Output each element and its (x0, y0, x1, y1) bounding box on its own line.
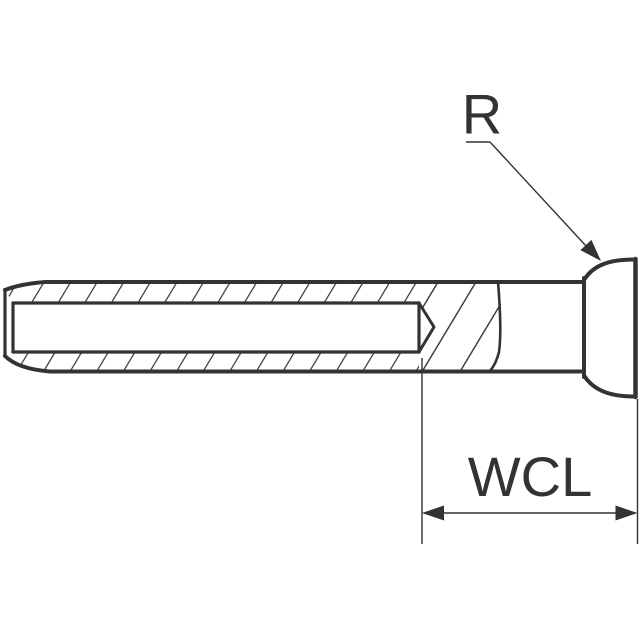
rivet-outer-profile (3, 256, 638, 400)
bore-cone-mask (419, 303, 434, 352)
wcl-arrowhead-left-icon (422, 505, 444, 521)
bottom-wall-hatching (5, 352, 419, 372)
radius-label: R (462, 83, 502, 146)
wcl-dimension: WCL (421, 358, 639, 544)
wcl-arrowhead-right-icon (615, 505, 638, 521)
head-bottom-fillet (582, 373, 636, 399)
bore-outline (11, 280, 502, 373)
outer-bottom-edge (3, 354, 586, 374)
outer-top-edge (3, 280, 586, 292)
head-top-fillet (582, 257, 636, 282)
section-hatching (5, 282, 501, 372)
radius-callout: R (462, 83, 601, 261)
solid-shank-hatching (419, 282, 501, 372)
clinch-length-label: WCL (468, 445, 592, 508)
radius-leader-line (489, 141, 588, 248)
bore-cone-tip (417, 301, 436, 354)
radius-arrowhead-icon (580, 239, 601, 261)
section-boundary-curve (488, 280, 502, 373)
top-wall-hatching (5, 282, 419, 303)
